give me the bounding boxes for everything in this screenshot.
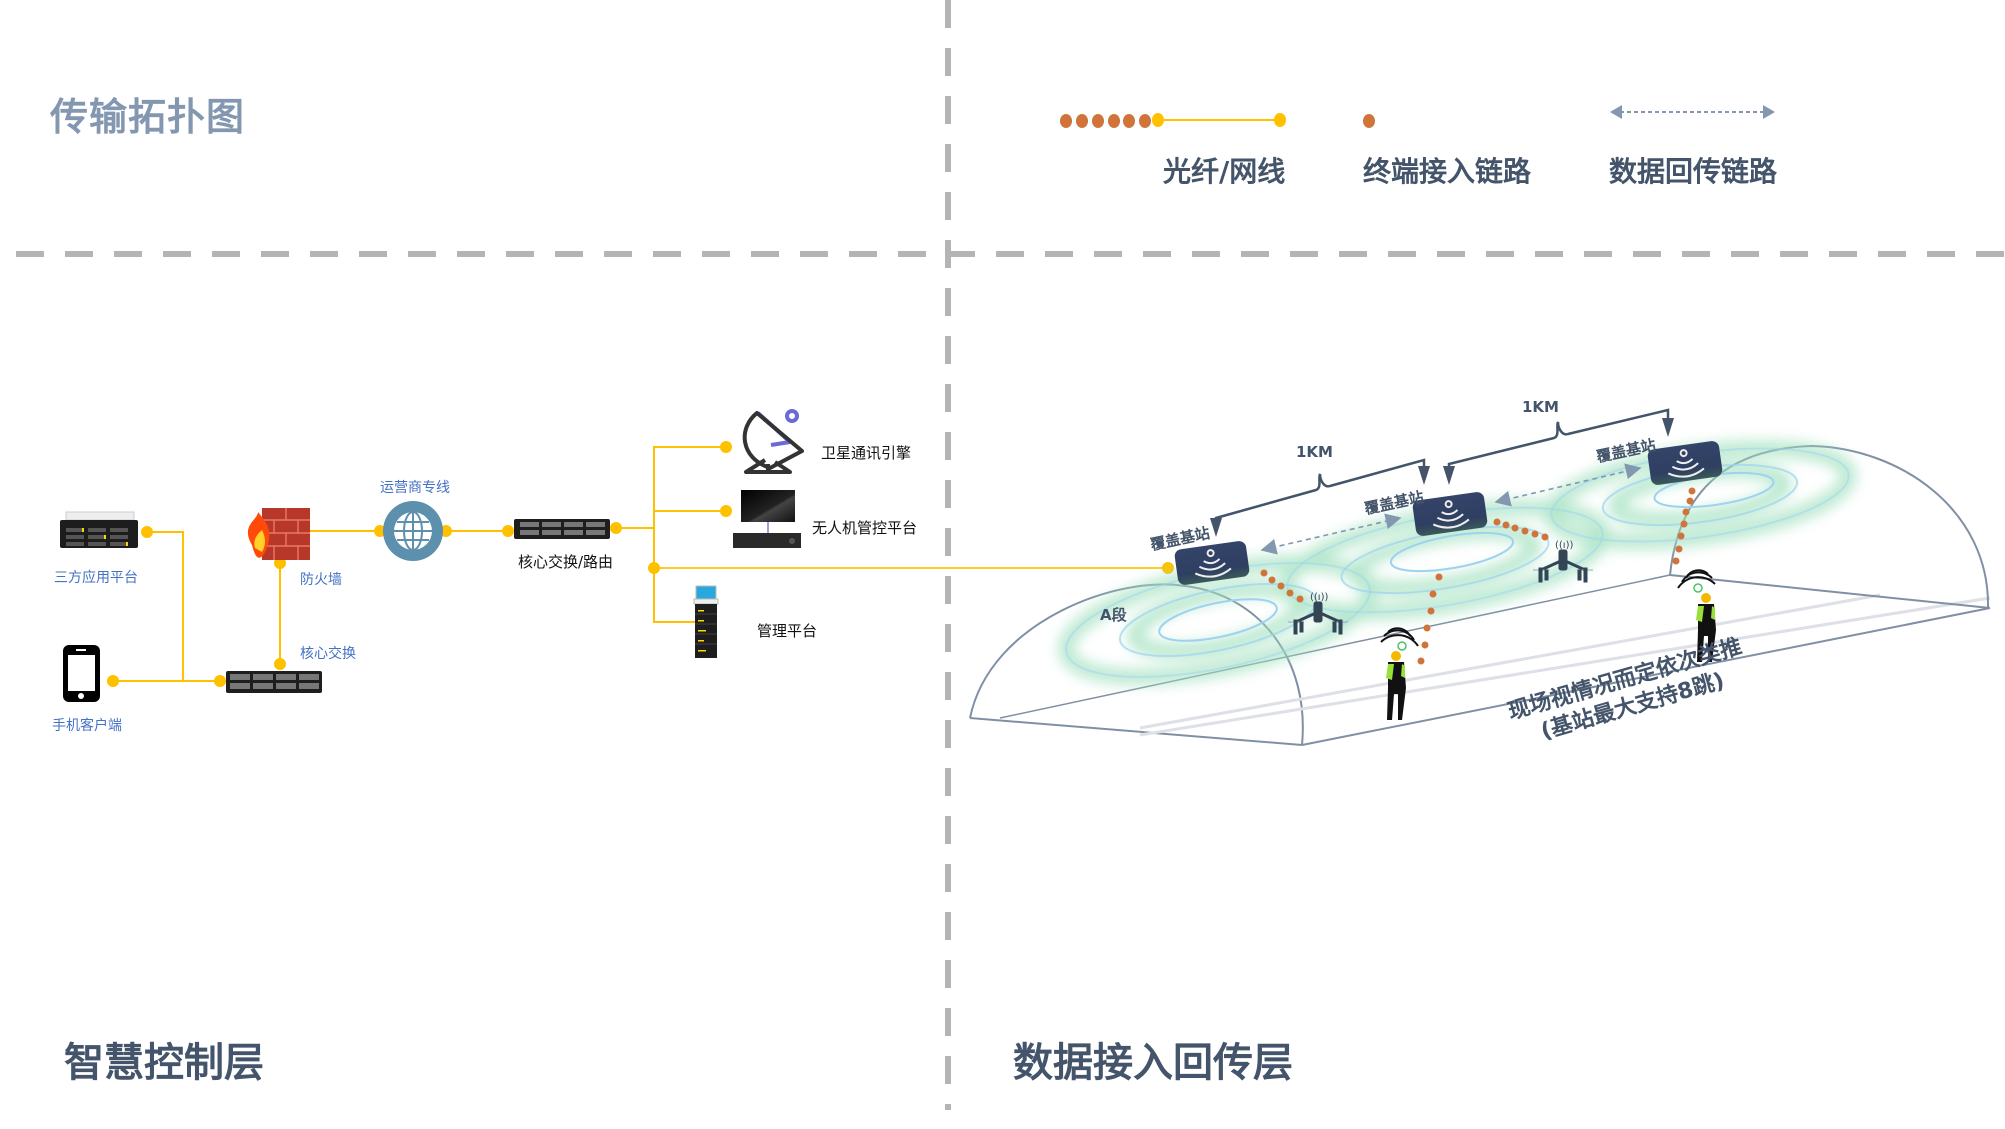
node-label-core-router: 核心交换/路由 xyxy=(518,553,614,571)
base-station-1 xyxy=(1174,541,1250,585)
legend-label-fiber: 光纤/网线 xyxy=(1163,155,1286,188)
distance-label-1: 1KM xyxy=(1296,443,1333,461)
node-label-management: 管理平台 xyxy=(757,622,818,640)
node-label-carrier-line: 运营商专线 xyxy=(380,480,450,496)
backhaul-links xyxy=(1260,463,1642,555)
smartphone-icon xyxy=(63,645,100,702)
legend-terminal-link-icon xyxy=(1060,114,1375,128)
page-title: 传输拓扑图 xyxy=(50,95,246,139)
node-label-mobile: 手机客户端 xyxy=(52,718,122,734)
node-label-core-switch: 核心交换 xyxy=(300,646,356,662)
legend-backhaul-icon xyxy=(1610,105,1775,119)
legend-label-terminal-link: 终端接入链路 xyxy=(1363,155,1532,188)
worker-icon xyxy=(1380,569,1716,720)
terminal-links xyxy=(1260,487,1696,665)
base-station-3 xyxy=(1647,441,1723,485)
tunnel-outline xyxy=(969,444,1991,746)
base-station-2 xyxy=(1412,492,1488,536)
legend-fiber-icon xyxy=(1152,113,1286,127)
svg-text:((ı)): ((ı)) xyxy=(1555,540,1573,551)
globe-icon xyxy=(383,501,443,561)
core-router-icon xyxy=(514,519,610,539)
node-label-firewall: 防火墙 xyxy=(300,572,342,588)
distance-label-2: 1KM xyxy=(1522,398,1559,416)
layer-title-control: 智慧控制层 xyxy=(64,1040,264,1086)
drone-icon: ((ı)) ((ı)) xyxy=(1288,540,1593,635)
monitor-icon xyxy=(733,490,801,548)
server-rack-icon xyxy=(60,511,138,548)
legend-label-backhaul: 数据回传链路 xyxy=(1609,155,1778,188)
node-label-third-party: 三方应用平台 xyxy=(54,570,138,586)
svg-text:((ı)): ((ı)) xyxy=(1310,592,1328,603)
bracket-arrow-icons xyxy=(1210,418,1674,537)
server-tower-icon xyxy=(693,585,719,658)
layer-title-access: 数据接入回传层 xyxy=(1013,1040,1293,1086)
node-label-uav-control: 无人机管控平台 xyxy=(812,519,918,537)
distance-brackets xyxy=(1214,408,1670,522)
network-switch-icon xyxy=(226,671,322,693)
satellite-dish-icon xyxy=(742,409,804,474)
segment-label: A段 xyxy=(1100,606,1127,624)
node-label-satellite: 卫星通讯引擎 xyxy=(821,444,912,462)
firewall-icon xyxy=(247,508,310,560)
fiber-endpoints xyxy=(107,441,1174,687)
